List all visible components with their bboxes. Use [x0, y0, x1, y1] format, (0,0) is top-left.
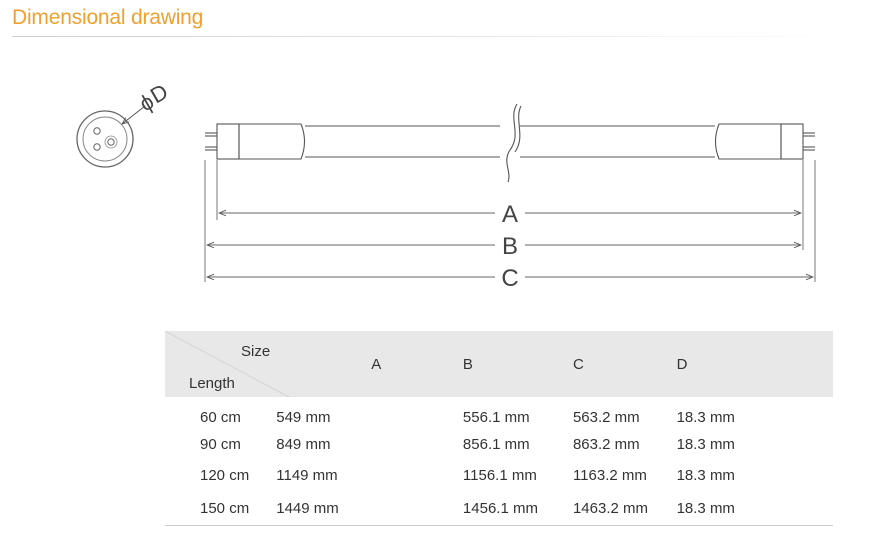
row-value-a: 849 mm	[276, 436, 331, 453]
row-value-c: 563.2 mm	[572, 408, 640, 426]
table-row: 120 cm 1149 mm 1156.1 mm 1163.2 mm 18.3 …	[165, 460, 833, 491]
dimension-a-label: A	[502, 201, 518, 228]
row-value-d: 18.3 mm	[676, 436, 735, 453]
dimension-b-label: B	[502, 233, 518, 260]
row-value-b: 1156.1 mm	[462, 467, 537, 484]
row-length: 60 cm	[200, 408, 241, 426]
table-header-row: Size Length A B C D	[165, 331, 833, 397]
row-value-d: 18.3 mm	[676, 491, 833, 526]
row-value-c: 1163.2 mm	[572, 467, 647, 484]
corner-length-label: Length	[189, 375, 235, 392]
row-value-b: 856.1 mm	[462, 436, 530, 453]
table-row: 150 cm 1449 mm 1456.1 mm 1463.2 mm 18.3 …	[165, 491, 833, 526]
row-value-b: 1456.1 mm	[462, 491, 573, 526]
column-header-b: B	[462, 355, 473, 373]
tube-dimension-drawing: ϕ D A	[76, 79, 816, 292]
dimension-table: Size Length A B C D 60 cm 549 mm 556.1 m…	[165, 331, 833, 526]
corner-diagonal	[165, 331, 289, 397]
dimension-b: B	[207, 233, 801, 260]
column-header-d: D	[676, 355, 688, 373]
column-header-c: C	[572, 355, 584, 373]
table-corner-cell: Size Length	[165, 331, 289, 397]
row-value-a: 1449 mm	[276, 491, 463, 526]
table-row: 90 cm 849 mm 856.1 mm 863.2 mm 18.3 mm	[165, 429, 833, 460]
dimension-a: A	[219, 201, 801, 228]
extension-lines	[204, 160, 816, 282]
row-value-c: 1463.2 mm	[572, 491, 677, 526]
dimension-c-label: C	[501, 265, 518, 292]
diameter-callout: ϕ D	[122, 79, 172, 124]
tube-side-view	[205, 103, 815, 183]
row-value-c: 863.2 mm	[572, 436, 640, 453]
row-length: 150 cm	[165, 491, 277, 526]
tube-end-view	[76, 110, 134, 168]
row-value-d: 18.3 mm	[676, 467, 735, 484]
row-value-d: 18.3 mm	[676, 408, 735, 426]
table-row: 60 cm 549 mm 556.1 mm 563.2 mm 18.3 mm	[165, 397, 833, 429]
row-length: 90 cm	[200, 436, 241, 453]
page-title: Dimensional drawing	[12, 6, 204, 29]
dimension-c: C	[207, 265, 813, 292]
title-divider	[12, 36, 848, 37]
row-value-a: 1149 mm	[276, 467, 338, 484]
row-length: 120 cm	[200, 467, 250, 484]
column-header-a: A	[371, 355, 382, 373]
row-value-a: 549 mm	[276, 408, 331, 426]
corner-size-label: Size	[241, 343, 271, 360]
row-value-b: 556.1 mm	[462, 408, 530, 426]
